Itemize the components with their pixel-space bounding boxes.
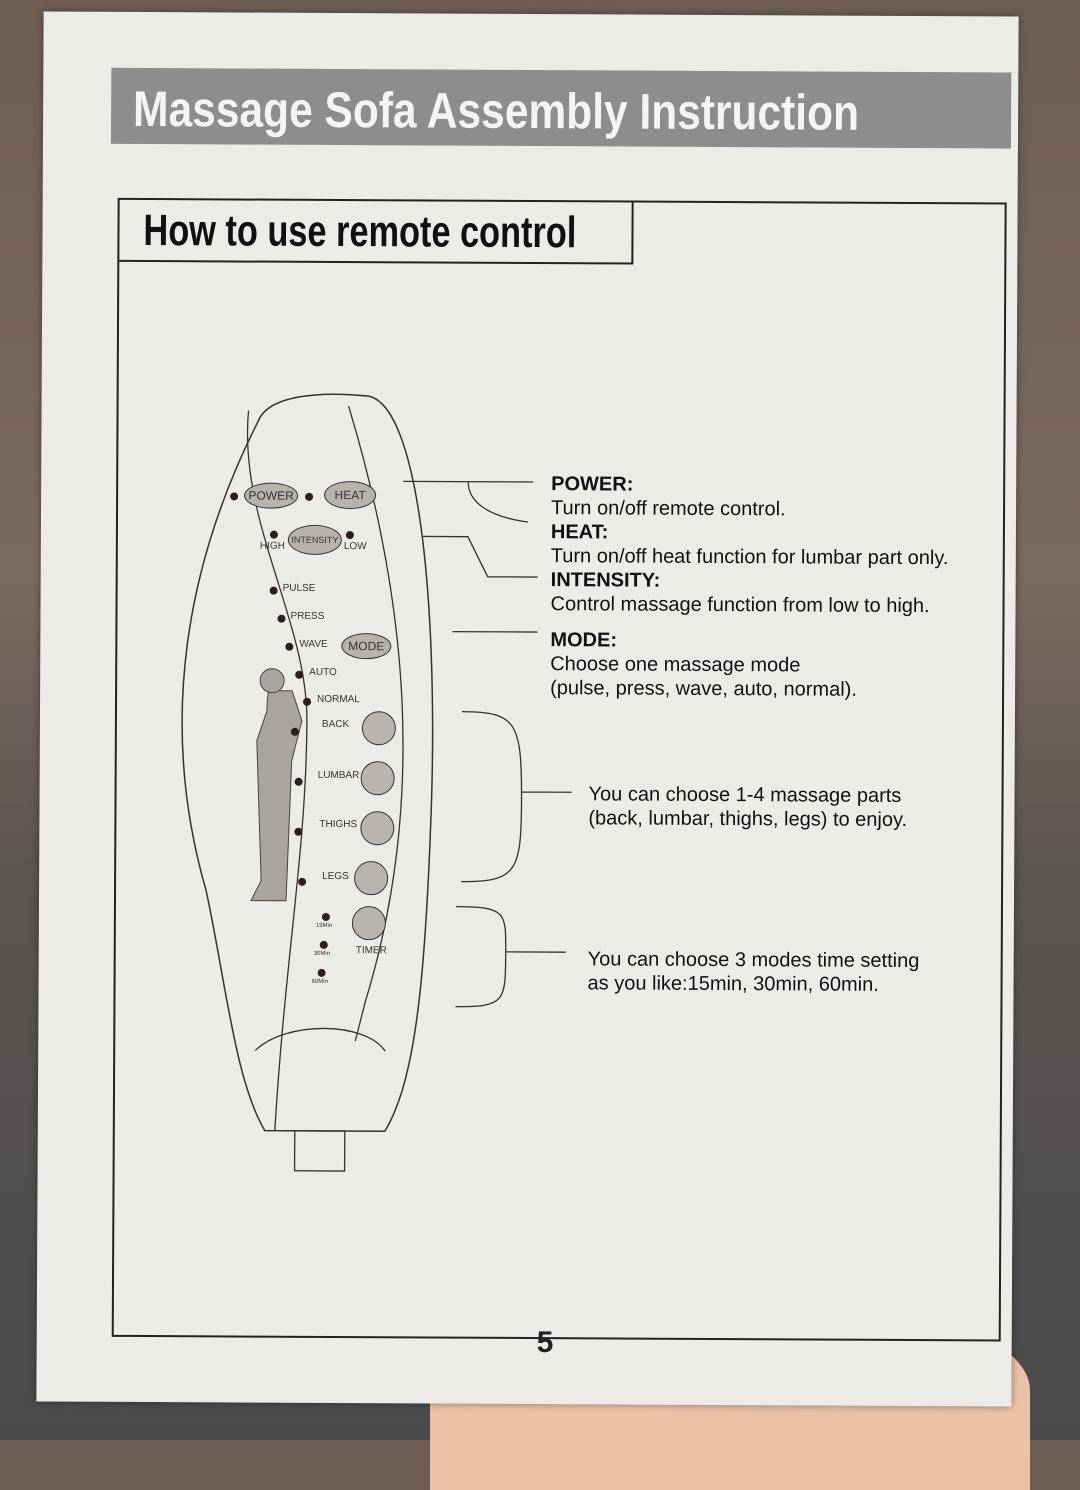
- power-callout-title: POWER:: [551, 473, 634, 496]
- pulse-led: [269, 586, 278, 595]
- mode-callout-title: MODE:: [550, 629, 618, 652]
- lumbar-label: LUMBAR: [317, 769, 360, 782]
- parts-callout-desc2: (back, lumbar, thighs, legs) to enjoy.: [588, 807, 908, 831]
- back-led: [290, 727, 299, 736]
- heat-callout-desc: Turn on/off heat function for lumbar par…: [550, 545, 949, 570]
- legs-led: [298, 877, 307, 886]
- timer-label: TIMER: [355, 945, 387, 957]
- parts-callout: You can choose 1-4 massage parts(back, l…: [588, 782, 907, 832]
- intensity-callout-desc: Control massage function from low to hig…: [550, 593, 930, 618]
- heat-callout-title: HEAT:: [550, 521, 609, 544]
- legs-button[interactable]: [354, 861, 389, 896]
- lumbar-led: [294, 777, 303, 786]
- press-led: [277, 614, 286, 623]
- normal-led: [303, 697, 312, 706]
- intensity-button-label: INTENSITY: [291, 534, 339, 546]
- intensity-button[interactable]: INTENSITY: [287, 524, 342, 556]
- power-callout-desc: Turn on/off remote control.: [550, 497, 786, 521]
- timer-60-led: [317, 968, 326, 977]
- power-button[interactable]: POWER: [244, 482, 299, 509]
- parts-callout-desc1: You can choose 1-4 massage parts: [588, 783, 902, 807]
- low-led: [345, 531, 354, 540]
- timer-60-label: 60Min: [311, 978, 328, 985]
- heat-button-label: HEAT: [334, 487, 366, 503]
- timer-30-label: 30Min: [313, 950, 331, 957]
- timer-15-label: 15Min: [315, 922, 333, 929]
- high-label: HIGH: [259, 540, 285, 552]
- instruction-page: Massage Sofa Assembly Instruction How to…: [36, 11, 1019, 1407]
- mode-button[interactable]: MODE: [341, 633, 392, 660]
- mode-callout-desc1: Choose one massage mode: [550, 653, 801, 677]
- press-label: PRESS: [290, 610, 325, 622]
- timer-callout-desc1: You can choose 3 modes time setting: [587, 948, 920, 973]
- page-number: 5: [536, 1326, 554, 1360]
- pulse-label: PULSE: [282, 582, 316, 594]
- remote-diagram-lines: [181, 393, 572, 1172]
- mode-callout: MODE:Choose one massage mode(pulse, pres…: [550, 628, 857, 702]
- intensity-callout-title: INTENSITY:: [550, 569, 661, 592]
- mode-button-label: MODE: [348, 639, 385, 654]
- low-label: LOW: [343, 541, 367, 553]
- power-button-label: POWER: [248, 488, 294, 503]
- normal-label: NORMAL: [317, 693, 360, 706]
- mode-callout-desc2: (pulse, press, wave, auto, normal).: [550, 677, 857, 701]
- auto-led: [295, 670, 304, 679]
- power-callout: POWER:Turn on/off remote control.: [551, 472, 786, 521]
- auto-label: AUTO: [309, 666, 337, 679]
- timer-callout-desc2: as you like:15min, 30min, 60min.: [587, 972, 879, 996]
- heat-button[interactable]: HEAT: [324, 480, 377, 510]
- power-led: [230, 492, 239, 501]
- back-button[interactable]: [361, 711, 396, 746]
- wave-led: [285, 642, 294, 651]
- thighs-button[interactable]: [360, 811, 395, 846]
- thighs-led: [294, 827, 303, 836]
- timer-button[interactable]: [351, 906, 386, 941]
- header-bar: Massage Sofa Assembly Instruction: [110, 67, 1012, 149]
- timer-15-led: [321, 912, 330, 921]
- thighs-label: THIGHS: [319, 818, 358, 831]
- heat-callout: HEAT:Turn on/off heat function for lumba…: [551, 520, 949, 570]
- high-led: [269, 530, 278, 539]
- back-label: BACK: [321, 718, 350, 731]
- lumbar-button[interactable]: [360, 761, 395, 796]
- intensity-callout: INTENSITY:Control massage function from …: [550, 568, 929, 618]
- wave-label: WAVE: [299, 638, 328, 650]
- page-title: Massage Sofa Assembly Instruction: [132, 80, 860, 141]
- heat-led: [305, 492, 314, 501]
- legs-label: LEGS: [322, 870, 349, 883]
- content-frame: How to use remote control POWER HEAT HIG…: [111, 197, 1007, 1342]
- timer-30-led: [319, 940, 328, 949]
